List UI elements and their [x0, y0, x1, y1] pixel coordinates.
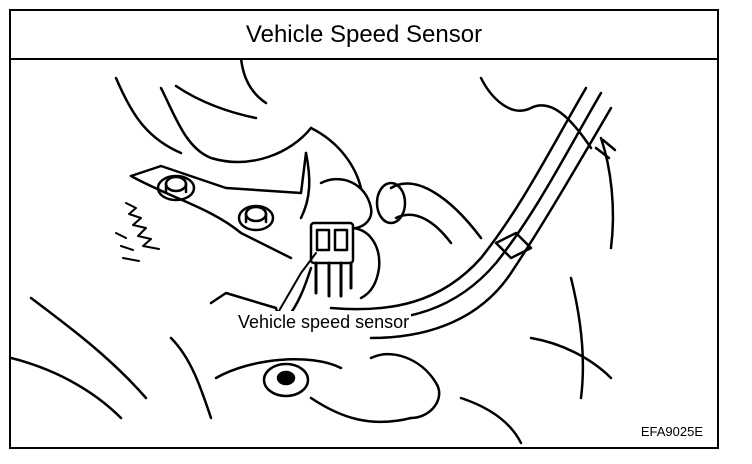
engine-illustration — [11, 58, 617, 445]
lower-housing — [11, 291, 523, 445]
serrated-edge — [115, 202, 160, 262]
callout-leader-line — [275, 252, 317, 317]
figure-code: EFA9025E — [640, 424, 703, 439]
wiring-harness — [329, 86, 613, 340]
diagram-title: Vehicle Speed Sensor — [11, 11, 717, 60]
mounting-bolt-2 — [237, 204, 275, 232]
mounting-bolt-1 — [156, 174, 196, 202]
sensor-connector — [289, 177, 381, 315]
sensor-callout-label: Vehicle speed sensor — [236, 311, 412, 333]
mounting-bolt-3 — [262, 362, 310, 398]
transmission-housing — [114, 58, 363, 260]
right-bracket — [479, 76, 617, 400]
diagram-frame: Vehicle Speed Sensor — [9, 9, 719, 449]
